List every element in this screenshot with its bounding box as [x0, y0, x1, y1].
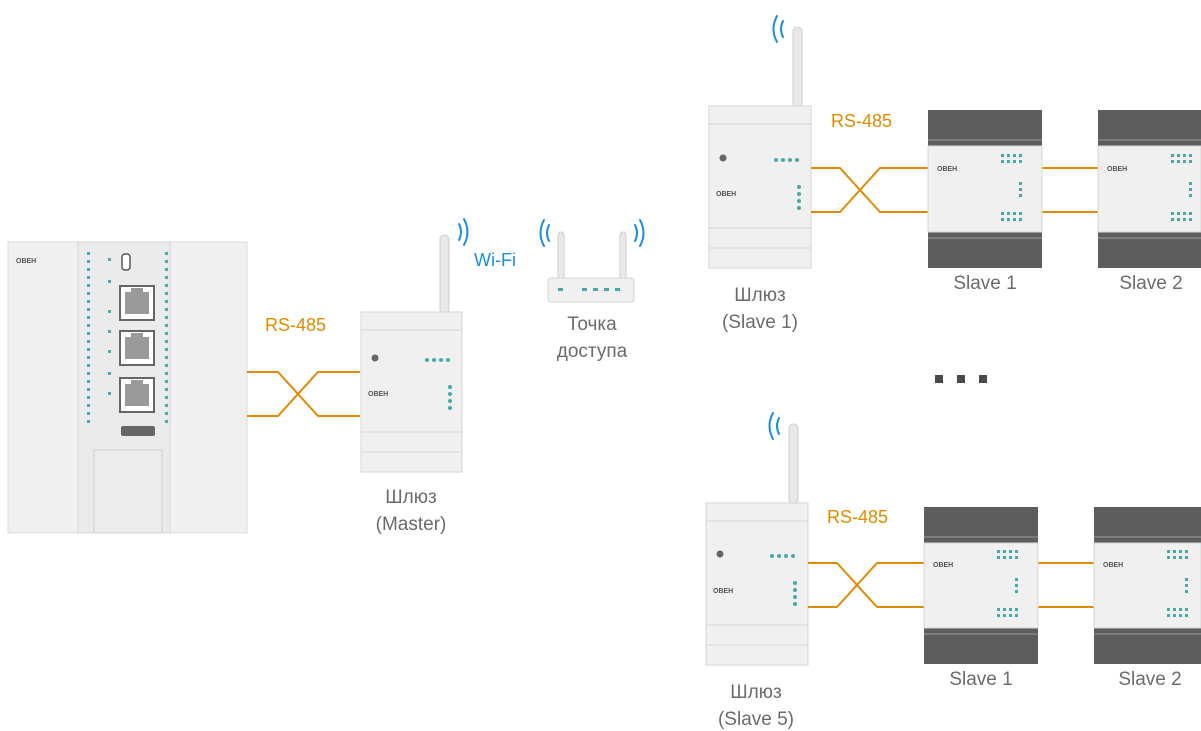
bottom-slave-2-label: Slave 2 [1118, 669, 1181, 690]
sd-card-slot-icon [121, 426, 155, 436]
gateway-slave-5-brand-logo: ОВЕН [713, 588, 733, 595]
controller-device: ОВЕН [7, 241, 248, 534]
slave-bottom-1-brand-logo: ОВЕН [933, 562, 953, 569]
slave-top-2-brand-logo: ОВЕН [1107, 166, 1127, 173]
top-slave-1-label: Slave 1 [953, 273, 1016, 294]
controller-led-column-mid [108, 258, 111, 395]
ethernet-port-icon [119, 377, 155, 413]
ellipsis-indicator [935, 375, 987, 383]
antenna-icon [788, 423, 799, 505]
ethernet-port-icon [119, 330, 155, 366]
antenna-icon [792, 26, 803, 108]
slave-module-bottom-1: ОВЕН [923, 507, 1039, 664]
gateway-slave-1: ОВЕН [708, 26, 812, 269]
gateway-slave-1-brand-logo: ОВЕН [716, 191, 736, 198]
antenna-icon [439, 234, 450, 314]
antenna-icon [619, 231, 627, 281]
gateway-slave-1-label-line1: Шлюз [734, 285, 785, 306]
wifi-label: Wi-Fi [474, 250, 516, 270]
antenna-icon [557, 231, 565, 281]
controller-led-column-left [87, 252, 90, 423]
access-point-router [547, 231, 635, 303]
rs485-label-slave-5: RS-485 [827, 507, 888, 527]
slave-module-bottom-2: ОВЕН [1093, 507, 1201, 664]
gateway-slave-1-label-line2: (Slave 1) [722, 312, 798, 333]
gateway-slave-5-label-line2: (Slave 5) [718, 709, 794, 730]
controller-brand-logo: ОВЕН [16, 258, 36, 265]
gateway-master-brand-logo: ОВЕН [368, 391, 388, 398]
slave-bottom-2-brand-logo: ОВЕН [1103, 562, 1123, 569]
rs485-label-slave-1: RS-485 [831, 111, 892, 131]
bottom-slave-1-label: Slave 1 [949, 669, 1012, 690]
wifi-signal-icon [634, 219, 645, 247]
slave-top-1-brand-logo: ОВЕН [937, 166, 957, 173]
top-slave-2-label: Slave 2 [1119, 273, 1182, 294]
gateway-slave-5: ОВЕН [705, 423, 809, 666]
access-point-label-line2: доступа [557, 341, 628, 362]
gateway-slave-5-label-line1: Шлюз [730, 682, 781, 703]
gateway-master-label-line2: (Master) [376, 514, 447, 535]
gateway-master: ОВЕН [360, 234, 463, 473]
wifi-signal-icon [772, 15, 784, 43]
ethernet-port-icon [119, 285, 155, 321]
controller-led-column-right [165, 252, 168, 423]
access-point-label-line1: Точка [567, 314, 617, 335]
slave-module-top-1: ОВЕН [927, 110, 1043, 268]
rs485-label-master: RS-485 [265, 315, 326, 335]
slave-module-top-2: ОВЕН [1097, 110, 1201, 268]
gateway-master-label-line1: Шлюз [385, 487, 436, 508]
rs485-wire-master [247, 371, 360, 417]
usb-port-icon [121, 253, 131, 271]
wifi-signal-icon [458, 218, 469, 246]
wifi-signal-icon [768, 412, 780, 440]
rs485-wire-slave-1 [811, 167, 1098, 213]
rs485-wire-slave-5 [808, 562, 1094, 608]
wifi-signal-icon [539, 219, 550, 247]
